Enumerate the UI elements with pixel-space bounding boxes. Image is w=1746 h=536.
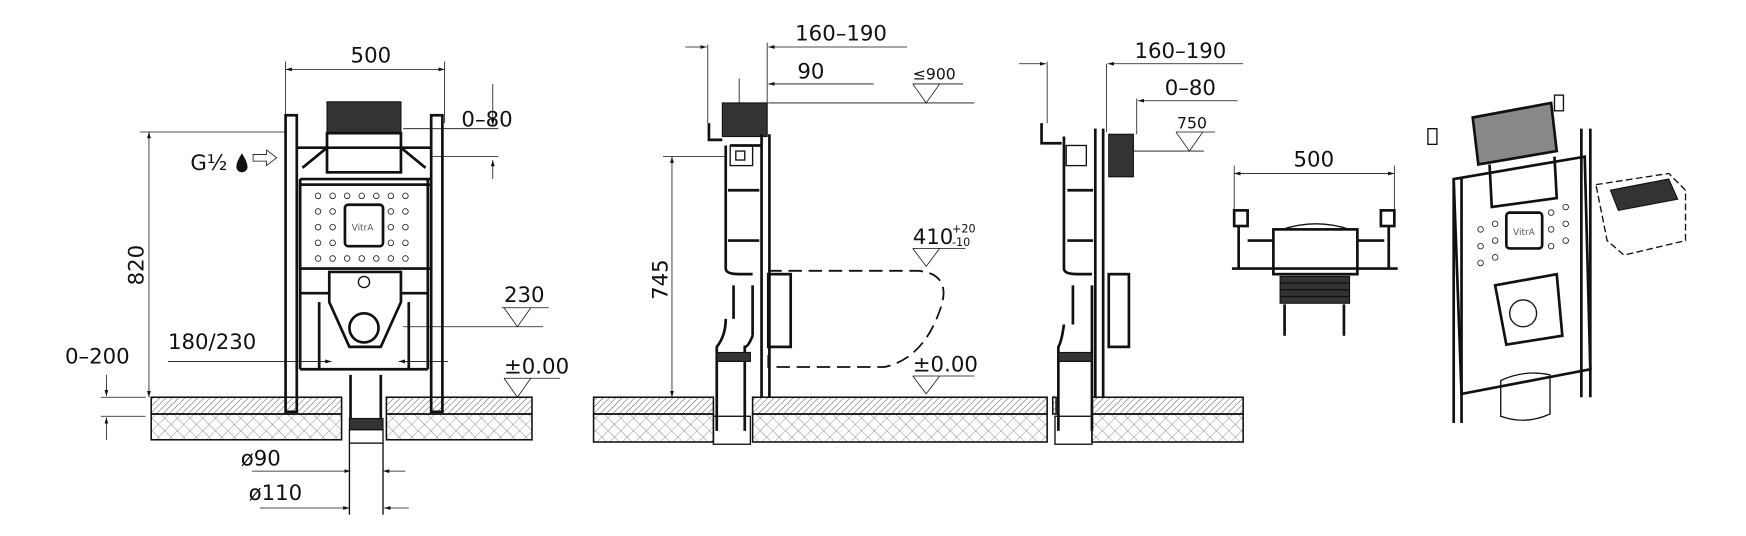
dim-offset: 90 (797, 59, 824, 84)
inlet-arrow-icon (252, 149, 278, 167)
dim-foot-adjust: 0–200 (65, 345, 130, 370)
dim-cistern-adjust: 0–80 (461, 107, 512, 132)
dim-depth: 160–190 (795, 21, 887, 46)
water-drop-icon (236, 153, 248, 173)
dim-depth: 160–190 (1135, 39, 1227, 64)
floor-level: ±0.00 (504, 355, 569, 380)
flush-panel (298, 183, 433, 270)
dim-pipe-inner: ø90 (241, 447, 281, 472)
bowl-tolerance-minus: -10 (952, 236, 970, 249)
water-inlet-label: G½ (190, 151, 227, 176)
dim-width: 500 (351, 44, 392, 69)
level-bowl: 410 (913, 225, 954, 250)
iso-view: VitrA (1427, 94, 1687, 423)
dim-height: 745 (648, 259, 673, 300)
cistern-top (721, 102, 768, 138)
iso-logo: VitrA (1513, 228, 1536, 238)
cistern-top (326, 101, 402, 134)
dim-width: 500 (1294, 148, 1335, 173)
floor-screed (385, 396, 533, 415)
front-view: VitrA 500 0–80 G½ 820 230 180/230 (65, 44, 569, 515)
side-view-wall-hung: 160–190 90 ≤900 745 410 +20 -10 ±0.00 (592, 21, 1048, 445)
iso-panel-holes (1477, 203, 1569, 267)
frame-post-left (284, 113, 299, 414)
level: 750 (1177, 114, 1207, 133)
level-max: ≤900 (913, 64, 956, 83)
floor-level: ±0.00 (913, 353, 978, 378)
dim-outlet-spacing: 180/230 (168, 330, 256, 355)
panel-holes (314, 192, 409, 262)
front-logo: VitrA (352, 224, 375, 234)
floor-slab (385, 413, 533, 441)
dim-outlet-height: 230 (504, 283, 545, 308)
outlet-circle (348, 311, 380, 344)
bowl-tolerance-plus: +20 (952, 223, 976, 236)
frame-post-right (429, 113, 444, 414)
dim-offset: 0–80 (1165, 76, 1216, 101)
side-view-alt: 160–190 0–80 750 (1019, 39, 1244, 445)
floor-slab (150, 413, 343, 441)
cistern-side (1108, 133, 1134, 178)
top-view: 500 (1231, 148, 1398, 336)
floor-screed (150, 396, 343, 415)
dim-pipe-outer: ø110 (249, 481, 303, 506)
dim-height: 820 (124, 245, 149, 286)
bowl-outline-dashed (767, 269, 945, 368)
